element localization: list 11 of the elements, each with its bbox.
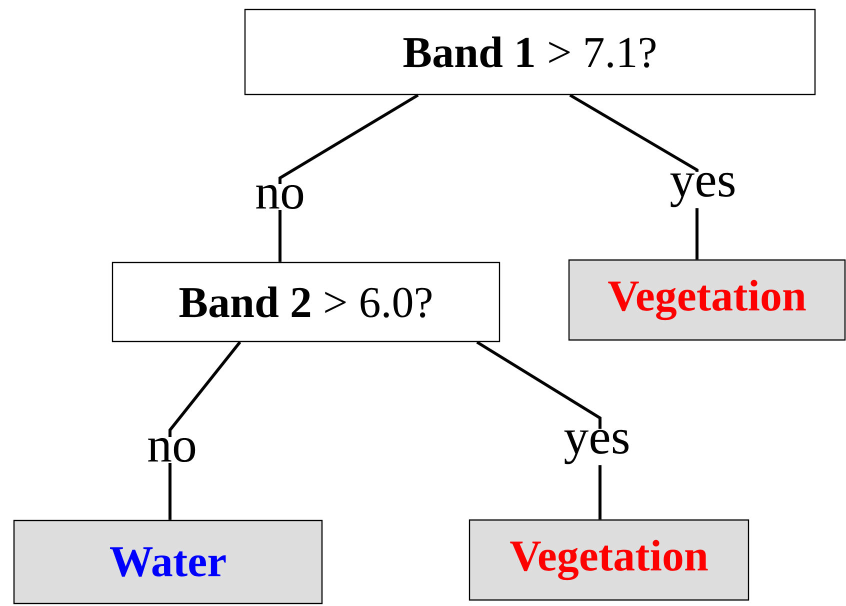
class-box: Vegetation [468,519,750,601]
edge-label: no [254,184,306,210]
question-box: Band 2 > 6.0? [112,262,500,342]
edge-label: yes [562,428,632,466]
class-box: Water [13,520,323,604]
class-box: Vegetation [568,259,846,341]
question-box: Band 1 > 7.1? [244,8,816,96]
connector-line [168,341,242,520]
edge-label: no [146,436,198,464]
connector-line [278,94,419,262]
edge-label: yes [668,172,738,208]
